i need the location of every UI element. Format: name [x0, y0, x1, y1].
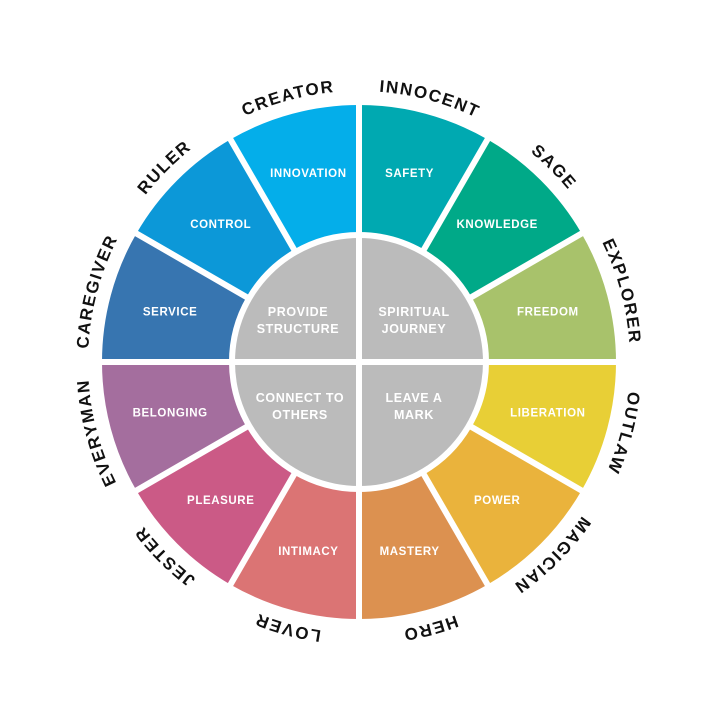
segment-value-label: SERVICE [143, 306, 197, 318]
segment-mastery [359, 474, 488, 619]
archetype-label-lover: LOVER [252, 610, 322, 646]
segment-value-label: POWER [474, 495, 521, 507]
segment-divider [131, 423, 250, 496]
segment-freedom [471, 233, 616, 362]
segment-value-label: SAFETY [385, 168, 434, 180]
segment-value-label: BELONGING [133, 408, 208, 420]
segment-liberation [471, 362, 616, 491]
segment-pleasure [136, 427, 294, 585]
segment-value-label: LIBERATION [510, 408, 585, 420]
segment-value-label: INNOVATION [270, 168, 347, 180]
segment-divider [225, 471, 298, 590]
segment-value-label: PLEASURE [187, 495, 254, 507]
segment-power [424, 427, 582, 585]
segment-safety [359, 105, 488, 250]
segment-divider [225, 134, 298, 253]
segment-service [102, 233, 247, 362]
segment-value-label: KNOWLEDGE [457, 219, 538, 231]
segment-divider [420, 471, 493, 590]
segment-control [136, 139, 294, 297]
segment-intimacy [230, 474, 359, 619]
segment-divider [420, 134, 493, 253]
segment-knowledge [424, 139, 582, 297]
segment-value-label: INTIMACY [278, 546, 338, 558]
segment-belonging [102, 362, 247, 491]
segment-value-label: MASTERY [380, 546, 440, 558]
archetype-label-hero: HERO [401, 612, 460, 645]
segment-value-label: CONTROL [190, 219, 251, 231]
segment-divider [468, 423, 587, 496]
segment-innovation [230, 105, 359, 250]
segment-divider [131, 228, 250, 301]
segment-values: SAFETY KNOWLEDGE FREEDOM LIBERATION POWER MAS… [133, 168, 585, 558]
segments-ring [102, 105, 616, 619]
segment-divider [468, 228, 587, 301]
dividers [98, 101, 620, 623]
segment-value-label: FREEDOM [517, 306, 579, 318]
